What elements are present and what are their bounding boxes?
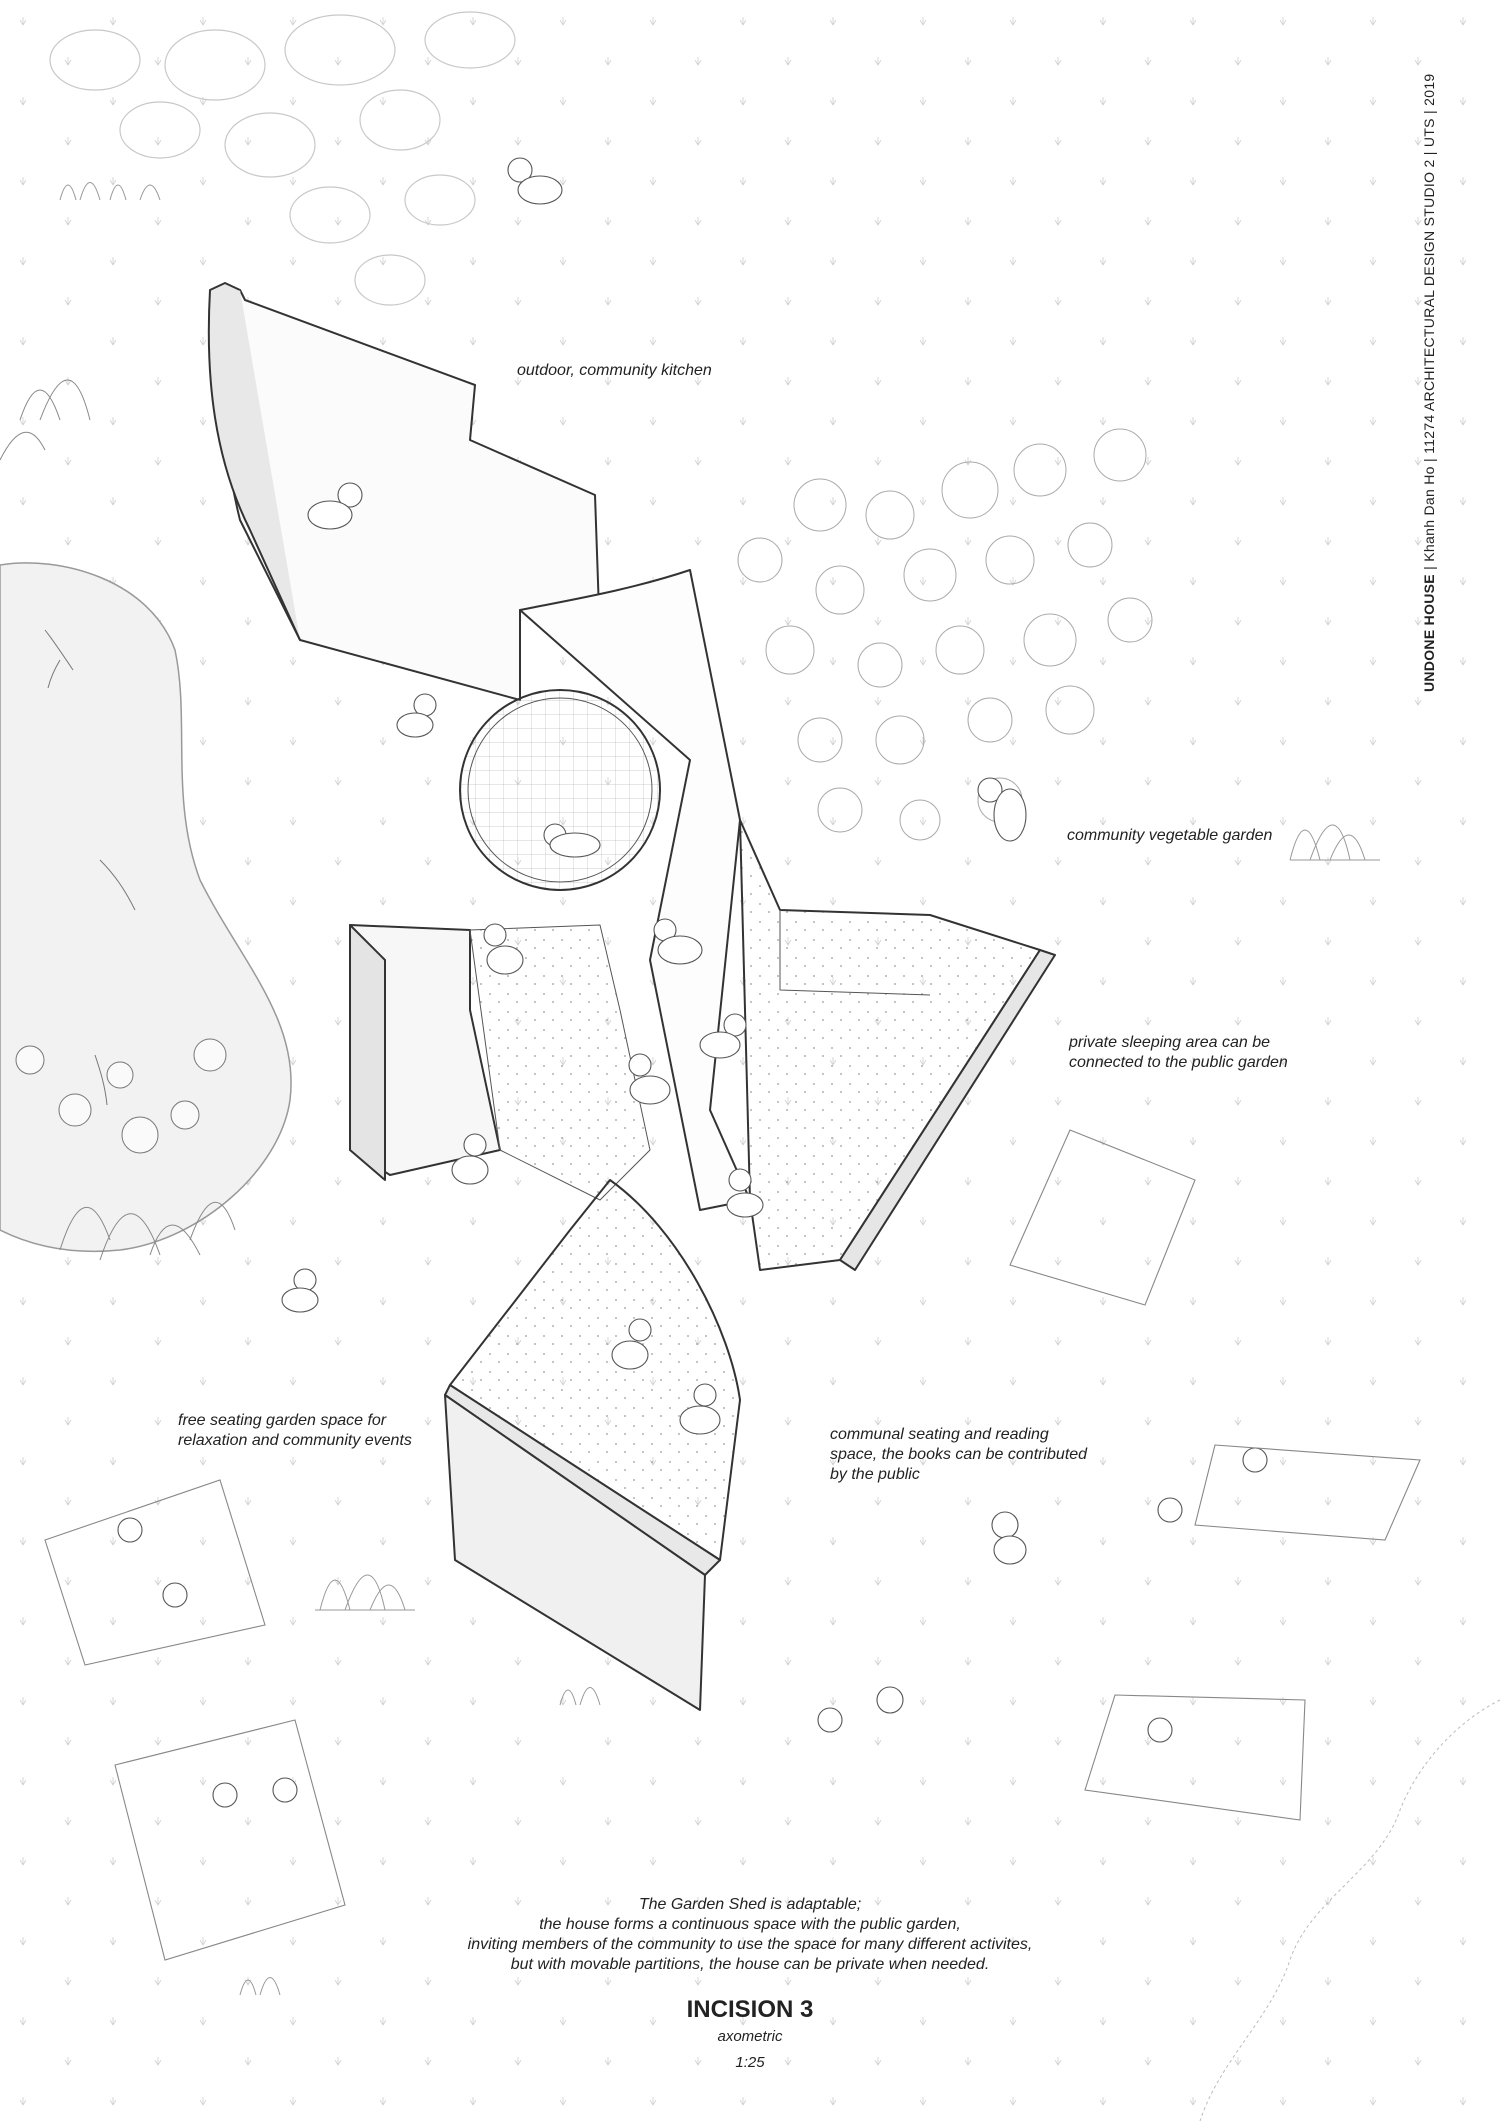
stepping-stones (49, 11, 516, 306)
reeds (0, 379, 236, 1261)
sidebar-separator: | (1421, 565, 1437, 570)
author-name: Khanh Dan Ho (1421, 466, 1437, 562)
drawing-subtitle: axometric (717, 2028, 783, 2045)
sidebar-text: UNDONE HOUSE | Khanh Dan Ho | 11274 ARCH… (1421, 73, 1437, 692)
sidebar-separator: | (1421, 151, 1437, 156)
reading-wing (449, 1179, 741, 1561)
project-sidebar: UNDONE HOUSE | Khanh Dan Ho | 11274 ARCH… (1395, 73, 1437, 720)
label-free-seating: free seating garden space for relaxation… (178, 1412, 412, 1449)
pond-fish (44, 629, 136, 1106)
label-communal-seating: communal seating and reading space, the … (830, 1426, 1088, 1483)
picnic-blankets (44, 1129, 1421, 1961)
caption-line: The Garden Shed is adaptable; (638, 1896, 862, 1913)
vegetable-garden (737, 428, 1153, 841)
pond (0, 562, 292, 1253)
caption-line: but with movable partitions, the house c… (510, 1956, 990, 1973)
project-name: UNDONE HOUSE (1421, 574, 1437, 692)
caption-line: the house forms a continuous space with … (539, 1916, 961, 1933)
hedge-outline (1199, 1699, 1500, 2121)
label-kitchen: outdoor, community kitchen (517, 362, 712, 379)
label-sleeping-area: private sleeping area can be connected t… (1069, 1034, 1288, 1071)
drawing-title: INCISION 3 (686, 1996, 814, 2023)
house (207, 282, 1056, 1711)
drawing-scale: 1:25 (735, 2054, 765, 2071)
people-figures (117, 157, 1268, 1808)
year: 2019 (1421, 73, 1437, 106)
sidebar-separator: | (1421, 458, 1437, 463)
central-floor (469, 924, 651, 1201)
sidebar-separator: | (1421, 110, 1437, 114)
label-vegetable-garden: community vegetable garden (1067, 827, 1273, 844)
caption-line: inviting members of the community to use… (467, 1936, 1033, 1953)
sleeping-wing (739, 819, 1041, 1271)
school-name: UTS (1421, 118, 1437, 148)
course-name: 11274 ARCHITECTURAL DESIGN STUDIO 2 (1421, 159, 1437, 454)
description-caption: The Garden Shed is adaptable; the house … (400, 1895, 1100, 1975)
circular-room (459, 689, 661, 891)
garden-plants (59, 182, 1380, 1996)
lily-pads (15, 1038, 227, 1154)
